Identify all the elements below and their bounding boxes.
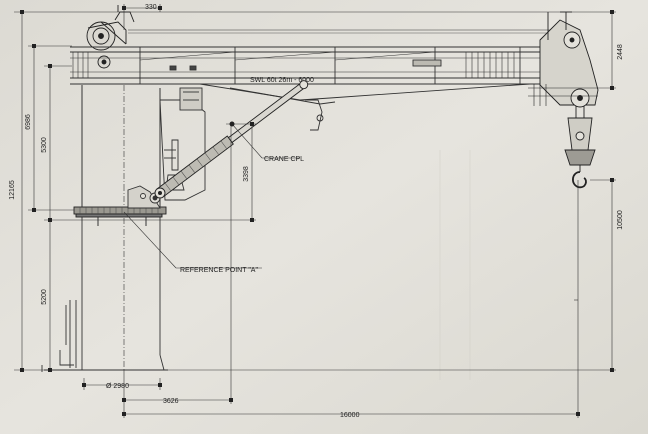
boom (70, 29, 560, 131)
dimension-ticks (20, 6, 614, 416)
background-artefacts (439, 150, 471, 380)
slewing-platform (73, 206, 167, 226)
dim-2448: 2448 (617, 44, 624, 60)
dim-3626: 3626 (163, 398, 179, 405)
dimension-texts: 330 2448 12165 6986 5300 3398 5200 10500… (9, 4, 624, 419)
dim-5200: 5200 (41, 289, 48, 305)
dim-3398: 3398 (243, 166, 250, 182)
dim-6986: 6986 (25, 114, 32, 130)
dim-5300: 5300 (41, 137, 48, 153)
label-crane-cpl: CRANE CPL (264, 156, 304, 163)
label-reference-point: REFERENCE POINT "A" (180, 267, 258, 274)
dim-330: 330 (145, 4, 157, 11)
hook-block (564, 106, 596, 189)
dim-16000: 16000 (340, 412, 360, 419)
hoist-winch (86, 5, 135, 69)
boom-plate-text: SWL 60t 26m - 6000 (250, 77, 314, 84)
dim-12165: 12165 (9, 180, 16, 200)
boom-head (528, 11, 599, 108)
dim-diameter: Ø 2980 (106, 383, 129, 390)
luffing-cylinder (154, 80, 309, 199)
dim-10500: 10500 (617, 210, 624, 230)
